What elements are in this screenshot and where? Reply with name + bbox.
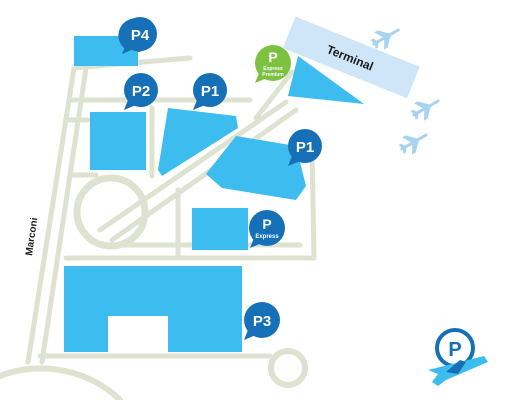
terminal-shape xyxy=(282,16,420,99)
road-marconi xyxy=(25,65,77,365)
pin-p3[interactable]: P3 xyxy=(244,302,280,340)
airplane-icon xyxy=(410,99,440,121)
parking-lots xyxy=(64,36,364,352)
lot-p3[interactable] xyxy=(64,266,242,352)
pin-express-premium-sublabel-2: Premium xyxy=(262,72,284,78)
pin-express-sublabel: Express xyxy=(255,234,279,240)
pin-express-premium-sublabel-1: Express xyxy=(263,66,283,72)
pin-p1-west[interactable]: P1 xyxy=(193,73,227,110)
road-marconi-inner xyxy=(39,65,89,365)
road-east xyxy=(309,147,317,261)
lot-p1-east[interactable] xyxy=(206,136,306,200)
parking-airport-logo-icon: P xyxy=(428,328,488,386)
pin-p1-west-label: P1 xyxy=(201,83,219,100)
lot-p2[interactable] xyxy=(90,112,146,170)
roundabout xyxy=(73,174,149,250)
lot-express-premium[interactable] xyxy=(288,56,364,104)
pin-p2-label: P2 xyxy=(132,83,150,100)
lot-express[interactable] xyxy=(192,208,248,250)
pin-express-premium[interactable]: P Express Premium xyxy=(255,45,291,83)
pin-express-premium-label: P xyxy=(268,49,277,65)
pin-express[interactable]: P Express xyxy=(249,210,285,248)
road-marconi-label: Marconi xyxy=(24,217,40,257)
pin-p1-east[interactable]: P1 xyxy=(288,129,322,166)
pin-p3-label: P3 xyxy=(253,313,271,330)
road-diagonal xyxy=(97,99,289,233)
road-curve xyxy=(0,365,123,400)
lot-p1-west[interactable] xyxy=(158,108,238,176)
svg-text:P: P xyxy=(448,339,461,361)
pin-p2[interactable]: P2 xyxy=(124,73,158,110)
airplane-icon xyxy=(370,28,400,50)
pin-express-label: P xyxy=(262,216,271,232)
pin-p1-east-label: P1 xyxy=(296,139,314,156)
airplane-icon xyxy=(398,133,428,155)
road-to-terminal xyxy=(253,69,295,121)
pin-p4[interactable]: P4 xyxy=(118,17,157,54)
pin-p4-label: P4 xyxy=(131,27,150,44)
roundabout-small xyxy=(268,348,308,388)
